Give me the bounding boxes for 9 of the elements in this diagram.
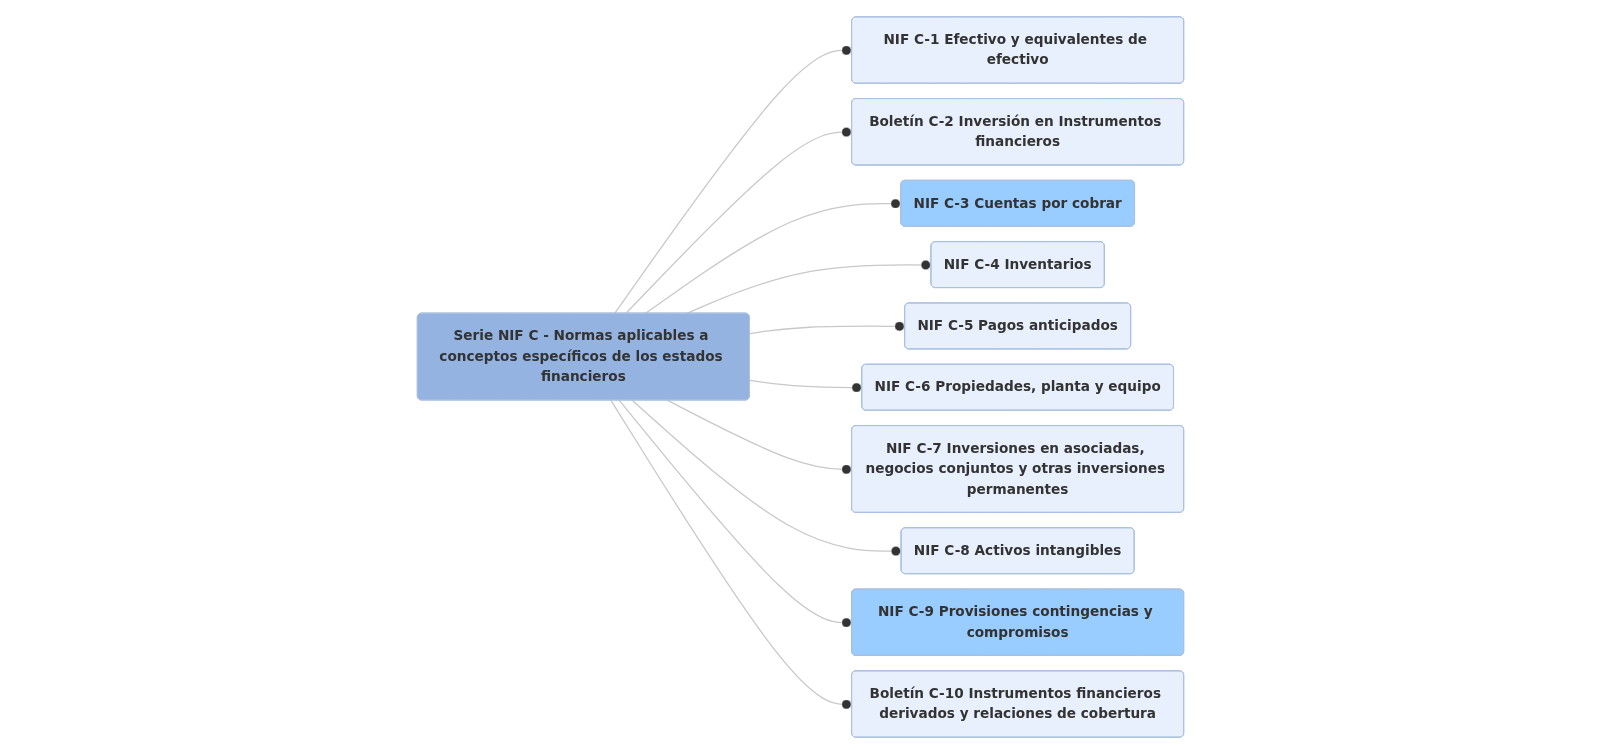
connector [631, 399, 903, 557]
connector [749, 321, 906, 335]
connector [667, 399, 853, 475]
connector [749, 379, 863, 393]
connector [644, 198, 902, 315]
connector [613, 45, 853, 315]
connector [610, 399, 853, 710]
connector [618, 399, 853, 628]
connector [625, 127, 853, 315]
